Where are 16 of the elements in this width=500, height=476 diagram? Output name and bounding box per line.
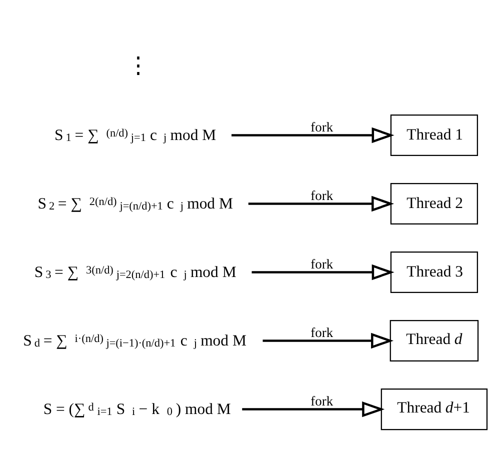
label: ⋮: [127, 52, 150, 78]
node-box: Thread 2: [390, 182, 478, 225]
edge-label: fork: [310, 324, 334, 340]
arrow: [252, 264, 394, 280]
node-box: Thread d: [390, 320, 479, 362]
arrow: [248, 196, 394, 212]
node-box: Thread d+1: [380, 388, 488, 430]
edge-label: fork: [310, 188, 334, 203]
arrow: [262, 332, 394, 349]
node-box: Thread 3: [390, 251, 478, 294]
node-box: Thread 1: [390, 114, 478, 156]
edge-label: fork: [310, 256, 334, 272]
edge-label: fork: [310, 119, 334, 134]
arrow: [242, 401, 385, 418]
edge-label: fork: [310, 393, 334, 408]
arrow: [232, 127, 394, 144]
